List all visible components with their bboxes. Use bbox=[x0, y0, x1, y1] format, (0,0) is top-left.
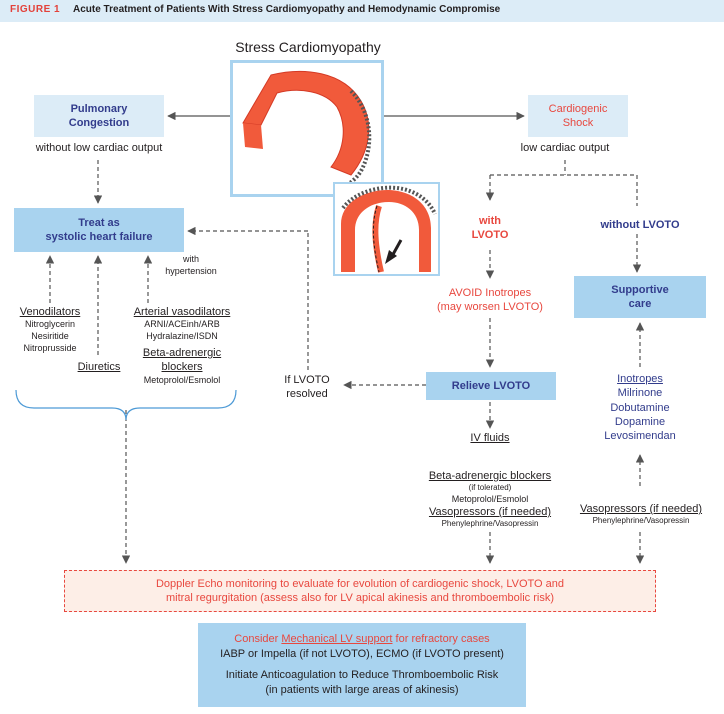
vaso-right-title: Vasopressors (if needed) bbox=[579, 503, 703, 515]
shock-subtitle: low cardiac output bbox=[520, 142, 610, 154]
consider-text: Consider bbox=[234, 633, 279, 646]
anticoagulation-line: Initiate Anticoagulation to Reduce Throm… bbox=[225, 669, 499, 681]
inotrope-item: Milrinone bbox=[617, 387, 663, 400]
inotrope-item: Dobutamine bbox=[610, 401, 670, 414]
inotropes-group: Inotropes Milrinone Dobutamine Dopamine … bbox=[585, 372, 695, 443]
supportive-line1: Supportive bbox=[611, 283, 669, 296]
avoid-line1: AVOID Inotropes bbox=[448, 287, 532, 299]
inotrope-item: Levosimendan bbox=[604, 430, 676, 443]
inotrope-item: Dopamine bbox=[614, 415, 666, 428]
hypertension-label: hypertension bbox=[165, 265, 217, 276]
with-label: with bbox=[182, 254, 199, 264]
pulmonary-line1: Pulmonary bbox=[70, 102, 128, 115]
beta-left-drug: Metoprolol/Esmolol bbox=[143, 374, 221, 385]
beta-right-note: (if tolerated) bbox=[468, 483, 512, 493]
supportive-care-box: Supportive care bbox=[574, 276, 706, 318]
venodilators-title: Venodilators bbox=[19, 306, 81, 318]
figure-header bbox=[0, 0, 724, 22]
beta-right-drug: Metoprolol/Esmolol bbox=[451, 493, 529, 504]
doppler-monitoring-box: Doppler Echo monitoring to evaluate for … bbox=[64, 570, 656, 612]
vaso-mid-drug: Phenylephrine/Vasopressin bbox=[441, 519, 539, 529]
vasopressors-mid-group: Vasopressors (if needed) Phenylephrine/V… bbox=[412, 505, 568, 530]
venodilator-item: Nesiritide bbox=[31, 330, 69, 341]
beta-left-title2: blockers bbox=[161, 361, 203, 374]
treat-hf-box: Treat as systolic heart failure bbox=[14, 208, 184, 252]
arterial-line1: ARNI/ACEinh/ARB bbox=[144, 319, 220, 330]
vaso-right-drug: Phenylephrine/Vasopressin bbox=[592, 516, 690, 526]
vaso-mid-title: Vasopressors (if needed) bbox=[428, 506, 552, 518]
beta-right-title: Beta-adrenergic blockers bbox=[428, 470, 552, 482]
venodilators-group: Venodilators Nitroglycerin Nesiritide Ni… bbox=[10, 305, 90, 354]
main-title: Stress Cardiomyopathy bbox=[235, 39, 381, 55]
if-lvoto-resolved-label: If LVOTO resolved bbox=[272, 373, 342, 402]
shock-line2: Shock bbox=[562, 117, 594, 129]
vasopressors-right-group: Vasopressors (if needed) Phenylephrine/V… bbox=[568, 502, 714, 527]
arterial-vasodilators-group: Arterial vasodilators ARNI/ACEinh/ARB Hy… bbox=[118, 305, 246, 343]
mech-support-text: Mechanical LV support bbox=[281, 633, 393, 646]
iv-fluids-label: IV fluids bbox=[470, 432, 510, 444]
supportive-line2: care bbox=[628, 298, 652, 310]
heart-illustration-box bbox=[230, 60, 384, 197]
arterial-title: Arterial vasodilators bbox=[133, 306, 231, 318]
mech-support-options: IABP or Impella (if not LVOTO), ECMO (if… bbox=[220, 648, 504, 661]
if-lvoto-line2: resolved bbox=[286, 388, 328, 401]
beta-left-title1: Beta-adrenergic bbox=[142, 347, 222, 359]
pulmonary-line2: Congestion bbox=[68, 117, 130, 129]
refractory-text: for refractory cases bbox=[395, 633, 490, 646]
beta-blockers-right-group: Beta-adrenergic blockers (if tolerated) … bbox=[412, 469, 568, 505]
figure-title: Acute Treatment of Patients With Stress … bbox=[73, 4, 501, 15]
advanced-therapy-box: Consider Mechanical LV support for refra… bbox=[198, 623, 526, 707]
with-lvoto-label: with LVOTO bbox=[460, 214, 520, 243]
relieve-label: Relieve LVOTO bbox=[451, 379, 531, 392]
arterial-line2: Hydralazine/ISDN bbox=[146, 330, 218, 341]
doppler-line2: mitral regurgitation (assess also for LV… bbox=[165, 592, 554, 604]
if-lvoto-line1: If LVOTO bbox=[284, 374, 330, 386]
akinesis-note: (in patients with large areas of akinesi… bbox=[265, 683, 459, 696]
treat-line1: Treat as bbox=[78, 216, 120, 229]
relieve-lvoto-box: Relieve LVOTO bbox=[426, 372, 556, 400]
with-lvoto-line2: LVOTO bbox=[471, 229, 509, 242]
consider-line: Consider Mechanical LV support for refra… bbox=[234, 632, 489, 647]
inotropes-title: Inotropes bbox=[617, 373, 663, 385]
cardiogenic-shock-box: Cardiogenic Shock bbox=[528, 95, 628, 137]
takotsubo-heart-icon bbox=[242, 70, 372, 191]
lvoto-inset-box bbox=[333, 182, 440, 276]
avoid-line2: (may worsen LVOTO) bbox=[437, 301, 543, 314]
venodilator-item: Nitroprusside bbox=[23, 342, 77, 353]
with-lvoto-line1: with bbox=[479, 215, 501, 227]
with-hypertension-label: with hypertension bbox=[156, 254, 226, 277]
shock-line1: Cardiogenic bbox=[548, 102, 608, 115]
treat-line2: systolic heart failure bbox=[45, 231, 153, 243]
diuretics-label: Diuretics bbox=[77, 361, 121, 373]
pulmonary-subtitle: without low cardiac output bbox=[35, 142, 163, 154]
beta-blockers-left-group: Beta-adrenergic blockers Metoprolol/Esmo… bbox=[118, 346, 246, 386]
figure-label: FIGURE 1 bbox=[10, 4, 61, 15]
without-lvoto-label: without LVOTO bbox=[590, 218, 690, 233]
venodilator-item: Nitroglycerin bbox=[24, 319, 75, 330]
pulmonary-congestion-box: Pulmonary Congestion bbox=[34, 95, 164, 137]
doppler-line1: Doppler Echo monitoring to evaluate for … bbox=[155, 577, 565, 590]
lvoto-heart-icon bbox=[341, 185, 437, 273]
avoid-inotropes-label: AVOID Inotropes (may worsen LVOTO) bbox=[420, 286, 560, 315]
